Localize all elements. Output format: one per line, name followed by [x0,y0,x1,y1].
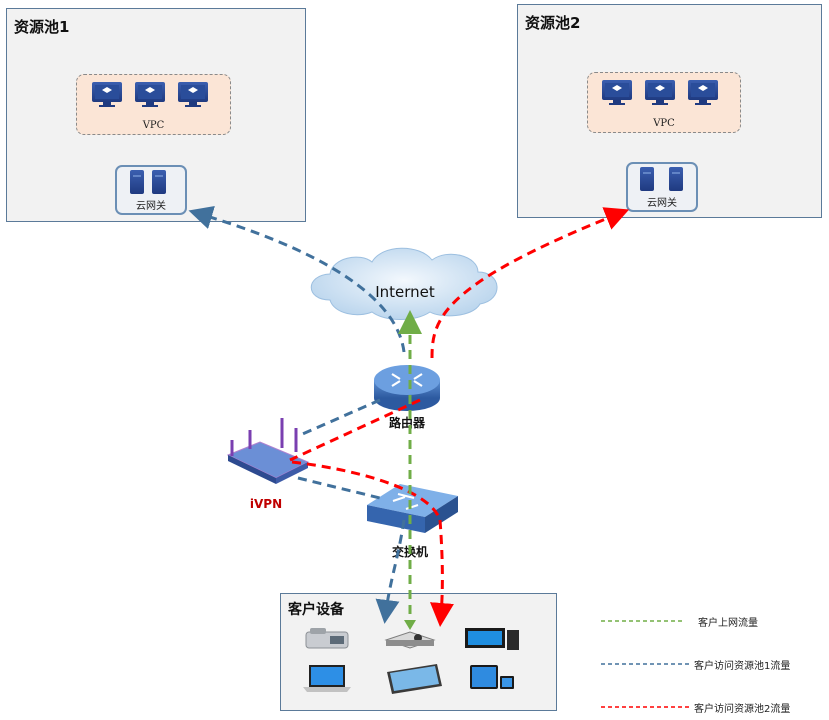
pool-title: 资源池1 [14,18,70,36]
router-icon [374,365,440,411]
vpc-label: VPC [142,120,165,131]
internet-label: Internet [375,283,435,301]
legend-item-pool2: 客户访问资源池2流量 [694,704,791,715]
gateway-label: 云网关 [136,201,166,212]
gateway-label: 云网关 [647,198,677,209]
server-icon [130,170,166,194]
legend-item-internet: 客户上网流量 [698,618,758,629]
vm-icon-group [602,80,718,105]
vpc-label: VPC [653,118,675,129]
server-icon [640,167,683,191]
pool-title: 资源池2 [525,14,581,32]
ivpn-label: iVPN [250,497,282,511]
projector-icon [384,631,436,649]
vm-icon-group [92,82,208,107]
ivpn-device-icon [226,418,310,484]
desktop-computer-icon [465,628,519,650]
router-label: 路由器 [389,415,426,430]
legend-item-pool1: 客户访问资源池1流量 [694,661,791,672]
pool1-traffic-lines [188,205,406,624]
phone-icon [305,628,349,649]
cloud-gateway: 云网关 [626,162,698,212]
tablet-icon [387,664,442,694]
internet-traffic-arrowhead [404,620,416,630]
laptop-icon [303,665,351,692]
switch-icon [367,484,458,533]
cloud-gateway: 云网关 [115,165,187,215]
pool2-traffic-lines [289,207,630,627]
mobile-devices-icon [470,665,514,689]
customer-devices-title: 客户设备 [288,602,344,618]
